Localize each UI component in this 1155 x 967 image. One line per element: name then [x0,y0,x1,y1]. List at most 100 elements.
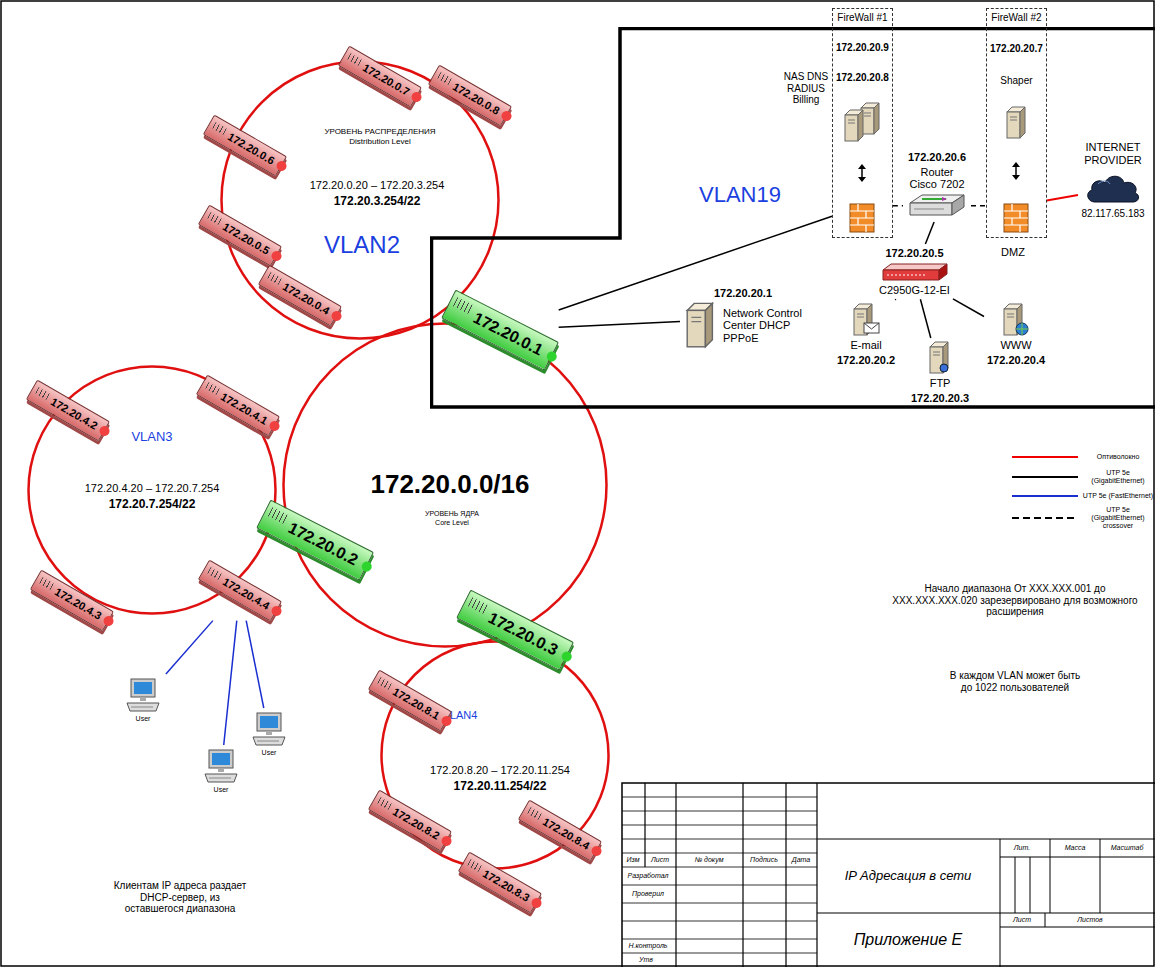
svg-circle [1016,323,1028,335]
device-box: E-mail172.20.20.2 [834,300,898,369]
access-switch: 172.20.0.4 [258,264,342,326]
node-text: Shaper [1000,75,1032,87]
device-box: User [246,708,292,760]
svg-path [887,274,927,275]
switch-ip: 172.20.0.4 [280,280,331,317]
svg-path [1016,323,1028,335]
note-text: Клиентам IP адреса раздает DHCP-сервер, … [110,880,250,915]
title-block-text: Листов [1077,916,1103,924]
ring-label: VLAN2 [324,231,400,259]
svg-path [864,113,871,116]
network-link [224,621,237,745]
pc-icon [201,748,241,784]
node-text: User [214,786,229,794]
legend-text: UTP 5e (GigabitEthernet) [1087,469,1149,485]
switch-ip: 172.20.4.3 [52,585,103,622]
svg-rect [134,682,152,694]
node-text: WWW [1000,339,1031,352]
switch-ip: 172.20.0.1 [470,309,546,360]
port-dot [268,419,282,433]
ring-label: 172.20.0.20 – 172.20.3.254 [310,179,445,192]
svg-path [850,204,874,232]
switch-ip: 172.20.0.3 [485,609,561,660]
device-box: 172.20.20.5C2950G-12-EI [876,244,953,299]
title-block-text: Масштаб [1111,844,1144,852]
device-box: User [198,745,244,797]
svg-path [205,774,237,782]
svg-path [218,768,224,772]
switch-ip: 172.20.0.6 [225,130,276,167]
svg-path [1012,476,1078,478]
svg-rect [850,204,874,232]
switch-ip: 172.20.0.7 [360,61,411,98]
fw-icon [1001,202,1031,234]
network-link [920,299,930,338]
ring-label: 172.20.3.254/22 [334,195,421,209]
title-block-text: Разработал [628,872,669,880]
server-icon [1004,106,1028,140]
network-link [953,299,984,317]
router-icon [906,193,968,219]
title-block-text: Подпись [750,856,778,864]
switch-ip: 172.20.4.1 [218,390,269,427]
ring-circle: 172.20.0.0/16УРОВЕНЬ ЯДРАCore Level [282,322,608,648]
core-switch: 172.20.0.2 [256,500,374,581]
servers2-icon [841,101,883,143]
ring-label: УРОВЕНЬ РАСПРЕДЕЛЕНИЯ [324,127,435,136]
firewall-group: FireWall #2172.20.20.7Shaper [986,8,1047,238]
access-switch: 172.20.4.2 [26,379,110,441]
svg-path [140,697,146,701]
svg-rect [1004,204,1028,232]
access-switch: 172.20.8.2 [368,789,452,851]
svg-path [1020,107,1025,138]
svg-path [1004,204,1028,232]
port-dot [275,159,289,173]
network-link [894,299,896,301]
svg-path [874,103,879,134]
svg-path [705,303,712,346]
ring-label: 172.20.7.254/22 [109,498,196,512]
legend-samples [1012,457,1078,518]
svg-path [1098,181,1110,184]
ring-label: Core Level [435,519,469,527]
title-block-text: Н.контроль [628,942,667,950]
svg-path [127,703,159,711]
switch-ip: 172.20.4.4 [220,575,271,612]
svg-rect [260,716,278,728]
mail-icon [851,303,881,337]
ring-label: 172.20.0.0/16 [370,470,529,500]
device-box: FTP172.20.20.3 [908,338,972,407]
node-text: FireWall #1 [837,12,887,24]
www-icon [1001,303,1031,337]
node-text: Network Control Center DHCP PPPoE [723,307,803,345]
switch-ip: 172.20.8.2 [390,805,441,842]
svg-path [131,707,153,708]
access-switch: 172.20.8.4 [518,799,602,861]
node-text: 172.20.20.6 [908,151,966,164]
node-text: FTP [930,377,951,390]
svg-path [883,264,947,270]
svg-path [952,195,964,215]
network-link [166,621,213,674]
node-text: User [262,749,277,757]
switch-ip: 172.20.0.2 [285,519,361,570]
network-link [893,205,903,207]
svg-path [848,120,855,123]
icon-row: Network Control Center DHCP PPPoE [683,302,803,350]
svg-path [266,731,272,735]
title-block-text: Утв [639,956,653,964]
network-link [1047,195,1078,200]
title-block-grid [622,783,1155,967]
port-dot [410,90,424,104]
access-switch: 172.20.4.3 [30,569,114,631]
port-dot [590,844,604,858]
node-text: 172.20.20.4 [987,354,1045,367]
legend-text: Оптиволокно [1087,453,1149,461]
port-dot [530,896,544,910]
svg-path [1007,314,1014,317]
port-dot [98,424,112,438]
ring-label: Distribution Level [349,137,410,146]
svg-path [1012,456,1078,458]
svg-circle [284,324,607,647]
